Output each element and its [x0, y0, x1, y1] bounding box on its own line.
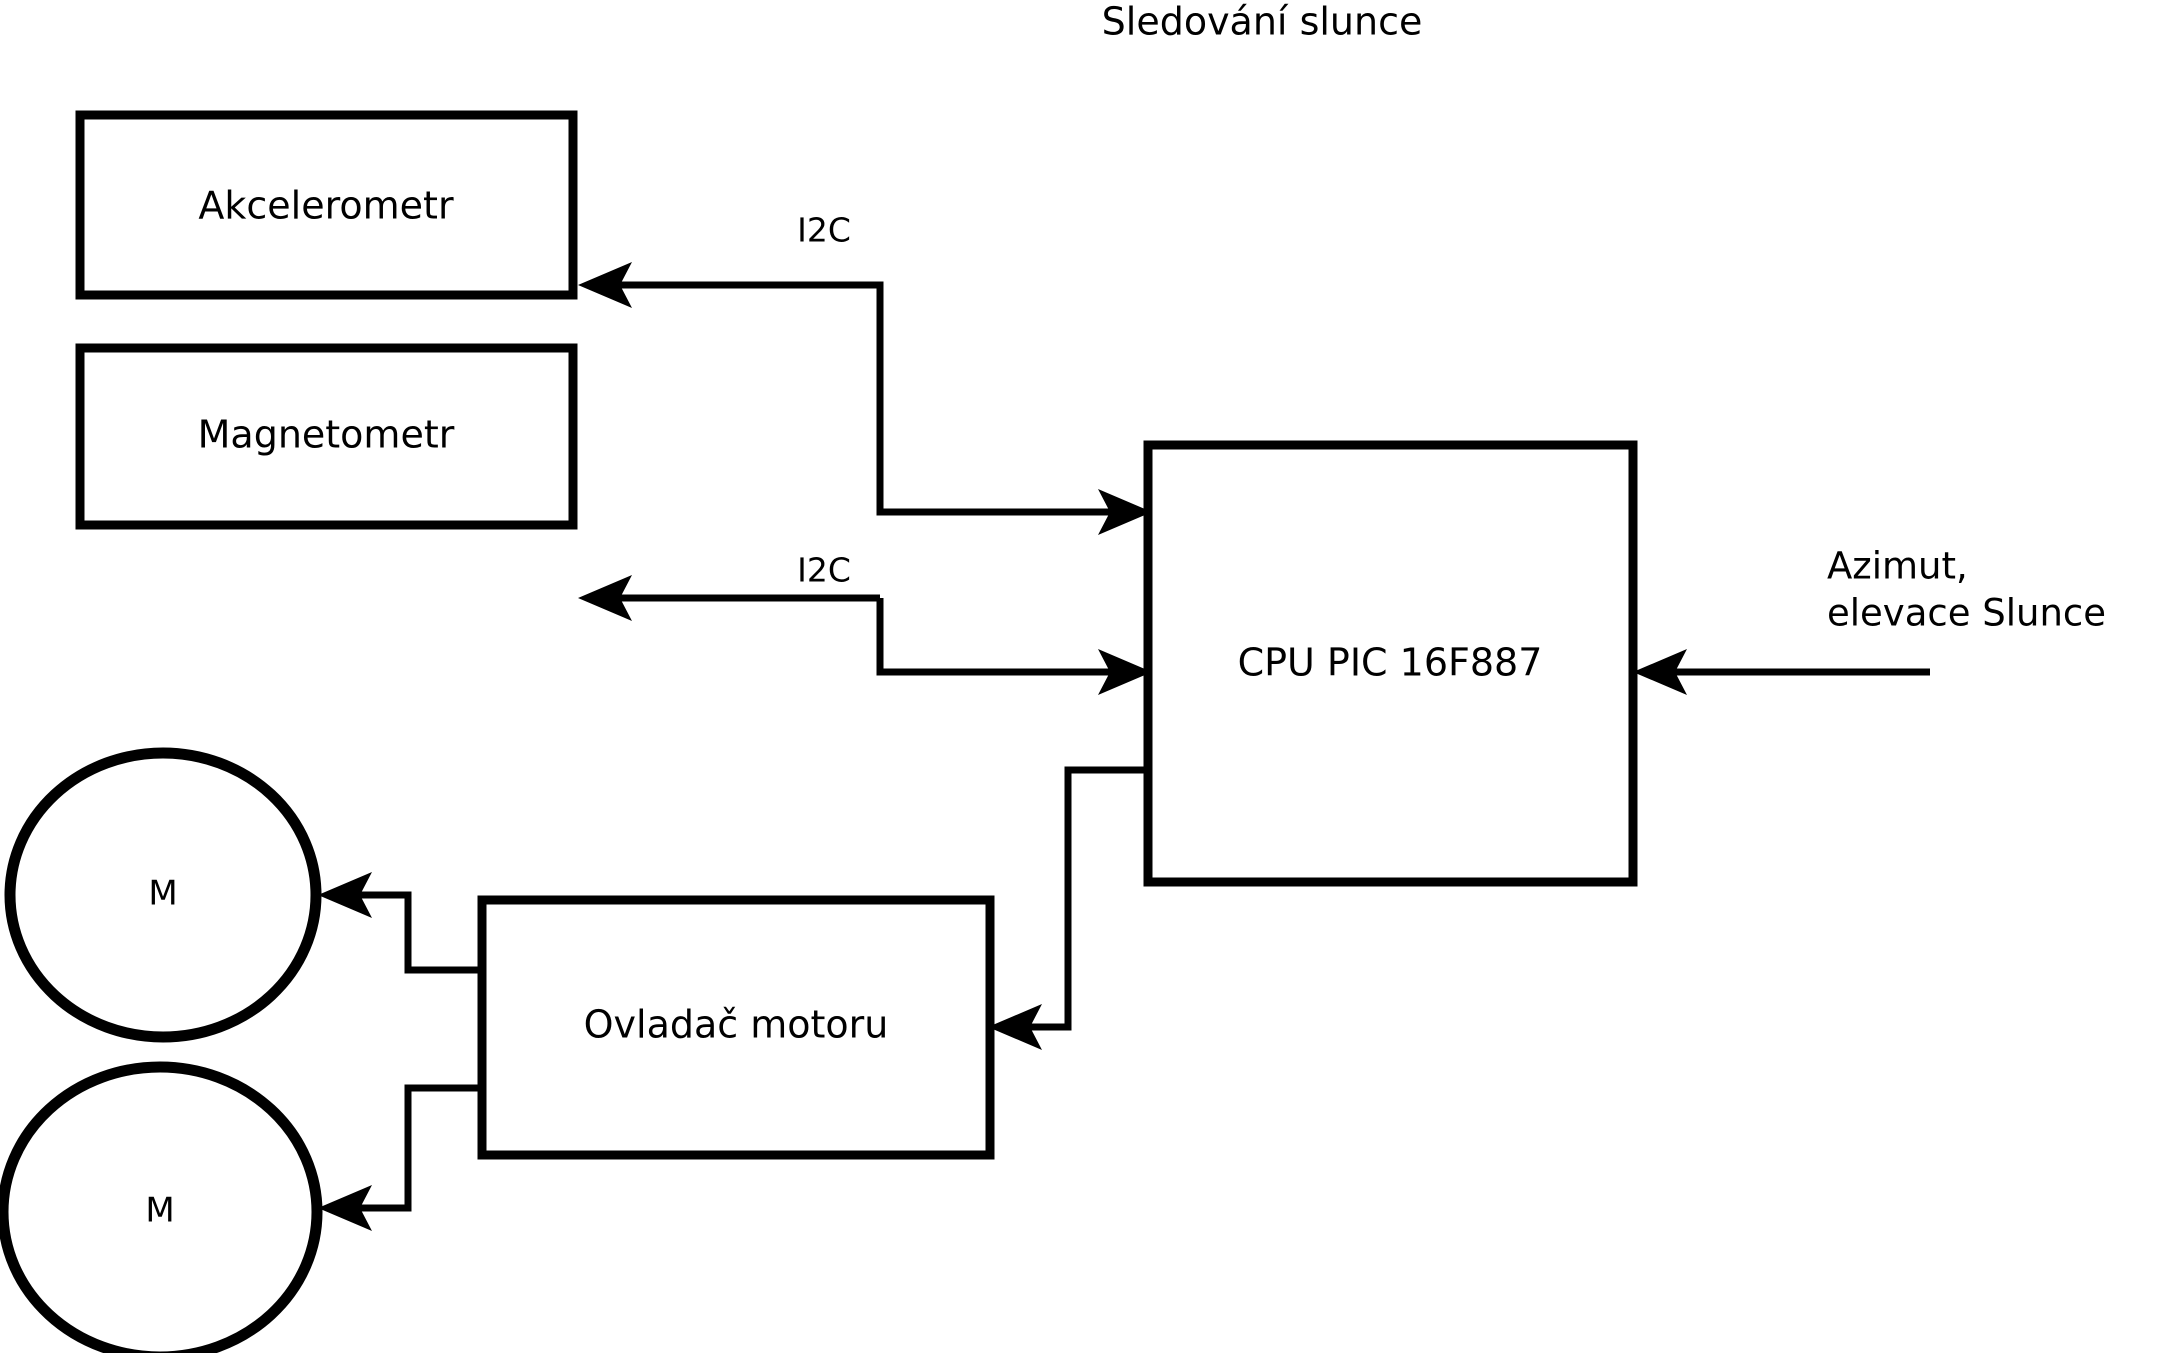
- node-accelerometer[interactable]: Akcelerometr: [75, 110, 578, 300]
- node-magnetometer-box[interactable]: [75, 343, 578, 530]
- node-motor-driver-label: Ovladač motoru: [584, 1003, 889, 1047]
- edge-accelerometer-to-cpu: [876, 285, 1152, 535]
- external-input-label-line1: Azimut,: [1827, 545, 1968, 588]
- arrowhead-into-motor-bottom: [318, 1185, 372, 1231]
- edge-cpu-to-accelerometer: [578, 262, 1148, 516]
- edge-label-i2c-magnetometer: I2C: [797, 551, 851, 590]
- node-motor-driver-box[interactable]: [477, 895, 995, 1160]
- arrowhead-into-cpu-top: [1098, 489, 1152, 535]
- node-motor-top[interactable]: M: [4, 747, 322, 1043]
- edge-label-i2c-accelerometer: I2C: [797, 211, 851, 250]
- edge-cpu-to-motor-driver-line: [1022, 766, 1148, 1031]
- edge-accelerometer-to-cpu-line: [876, 285, 1120, 516]
- edge-magnetometer-to-cpu: [876, 598, 1152, 695]
- arrowhead-into-motor-driver: [988, 1004, 1042, 1050]
- edge-cpu-to-magnetometer: [578, 575, 880, 621]
- edge-motor-driver-to-motor-bottom-line: [352, 1084, 482, 1212]
- diagram-title: Sledování slunce: [1102, 0, 1423, 44]
- edge-motor-driver-to-motor-bottom: [318, 1084, 482, 1231]
- node-cpu-label: CPU PIC 16F887: [1238, 641, 1543, 685]
- arrowhead-into-magnetometer: [578, 575, 632, 621]
- arrowhead-into-cpu-bottom: [1098, 649, 1152, 695]
- node-motor-driver[interactable]: Ovladač motoru: [477, 895, 995, 1160]
- external-input-label-line2: elevace Slunce: [1827, 592, 2106, 635]
- arrowhead-into-cpu-right: [1633, 649, 1687, 695]
- arrowhead-into-accelerometer: [578, 262, 632, 308]
- node-cpu[interactable]: CPU PIC 16F887: [1143, 440, 1638, 887]
- edge-magnetometer-to-cpu-line: [876, 598, 1120, 676]
- edge-cpu-to-motor-driver: [988, 766, 1148, 1050]
- node-cpu-box[interactable]: [1143, 440, 1638, 887]
- node-motor-bottom-circle[interactable]: [0, 1061, 323, 1353]
- node-motor-bottom[interactable]: M: [0, 1061, 323, 1353]
- arrowhead-into-motor-top: [318, 872, 372, 918]
- node-accelerometer-label: Akcelerometr: [198, 184, 454, 228]
- node-magnetometer[interactable]: Magnetometr: [75, 343, 578, 530]
- edge-motor-driver-to-motor-top: [318, 872, 482, 974]
- node-motor-bottom-label: M: [145, 1191, 174, 1231]
- node-motor-top-label: M: [148, 874, 177, 914]
- node-magnetometer-label: Magnetometr: [198, 413, 455, 457]
- node-accelerometer-box[interactable]: [75, 110, 578, 300]
- edge-external-input-to-cpu: [1633, 649, 1930, 695]
- node-motor-top-circle[interactable]: [4, 747, 322, 1043]
- edge-motor-driver-to-motor-top-line: [352, 891, 482, 974]
